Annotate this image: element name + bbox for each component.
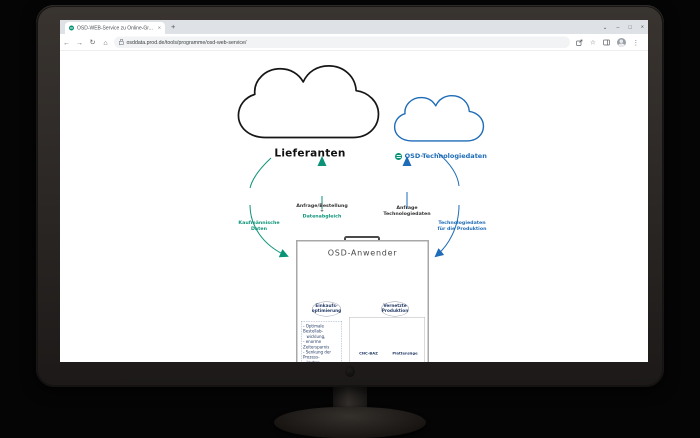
browser-toolbar: ← → ↻ ⌂ osddata.prod.de/tools/programme/… (60, 34, 648, 51)
side-panel-icon[interactable] (602, 39, 610, 46)
supplier-cloud-shape (238, 66, 378, 138)
benefits-list: - Optimale Bestellab- wicklung, - enorme… (301, 321, 342, 362)
new-tab-button[interactable]: + (171, 22, 176, 32)
osd-anwender-title: OSD-Anwender (327, 248, 398, 258)
benefit-item: - enorme Zeitersparnis (303, 339, 330, 350)
url-text: osddata.prod.de/tools/programme/osd-web-… (126, 39, 247, 46)
site-favicon-icon (69, 25, 74, 31)
tab-close-icon[interactable]: × (157, 24, 161, 31)
browser-tabstrip: OSD-WEB-Service zu Online-Gr... × + ⌄ – … (60, 20, 648, 34)
page-content: Lieferanten OSD-Technologiedaten Kaufmän… (60, 51, 648, 362)
window-maximize-button[interactable]: □ (628, 24, 632, 30)
share-icon[interactable] (576, 39, 583, 46)
kaufm-daten-label: Kaufmännische Daten (238, 220, 280, 232)
osd-cloud-label: OSD-Technologiedaten (404, 152, 487, 161)
bookmark-star-icon[interactable]: ☆ (590, 38, 596, 46)
technologiedaten-produktion-label: Technologiedaten für die Produktion (437, 220, 487, 232)
window-minimize-button[interactable]: – (616, 24, 620, 30)
browser-tab[interactable]: OSD-WEB-Service zu Online-Gr... × (65, 22, 165, 34)
plattensaege-label: Plattensäge (392, 351, 418, 356)
tab-title: OSD-WEB-Service zu Online-Gr... (77, 25, 153, 31)
power-button (345, 366, 355, 377)
einkaufsoptimierung-oval: Einkaufs- optimierung (312, 301, 341, 317)
back-icon[interactable]: ← (63, 38, 70, 47)
monitor-screen: OSD-WEB-Service zu Online-Gr... × + ⌄ – … (60, 20, 648, 362)
reload-icon[interactable]: ↻ (89, 38, 96, 46)
benefit-item: kosten (303, 360, 340, 362)
osd-cloud-content: OSD-Technologiedaten (390, 152, 492, 161)
lock-icon (119, 39, 124, 45)
profile-avatar[interactable] (616, 37, 626, 47)
monitor-stand-base (274, 407, 426, 438)
vernetzte-produktion-oval: Vernetzte Produktion (381, 301, 409, 317)
supplier-cloud-label: Lieferanten (274, 147, 346, 159)
browser-menu-icon[interactable]: ⋮ (632, 38, 639, 46)
cnc-baz-label: CNC-BAZ (359, 351, 378, 356)
forward-icon[interactable]: → (76, 38, 83, 47)
benefit-item: - Optimale Bestellab- (303, 324, 325, 334)
machines-box (349, 317, 425, 362)
anfrage-bestellung-label: Anfrage/Bestellung + Datenabgleich (296, 203, 348, 219)
anfrage-technologiedaten-label: Anfrage Technologiedaten (383, 205, 431, 217)
benefit-item: wicklung, (306, 334, 326, 339)
home-icon[interactable]: ⌂ (103, 38, 108, 47)
window-close-button[interactable]: × (640, 24, 644, 30)
osd-cloud-shape (395, 96, 484, 141)
address-bar[interactable]: osddata.prod.de/tools/programme/osd-web-… (114, 36, 570, 48)
tab-search-icon[interactable]: ⌄ (602, 24, 608, 31)
osd-logo-icon (395, 152, 403, 160)
benefit-item: - Senkung der Prozess- (303, 349, 331, 360)
arrow-kaufm-upper (249, 157, 272, 189)
